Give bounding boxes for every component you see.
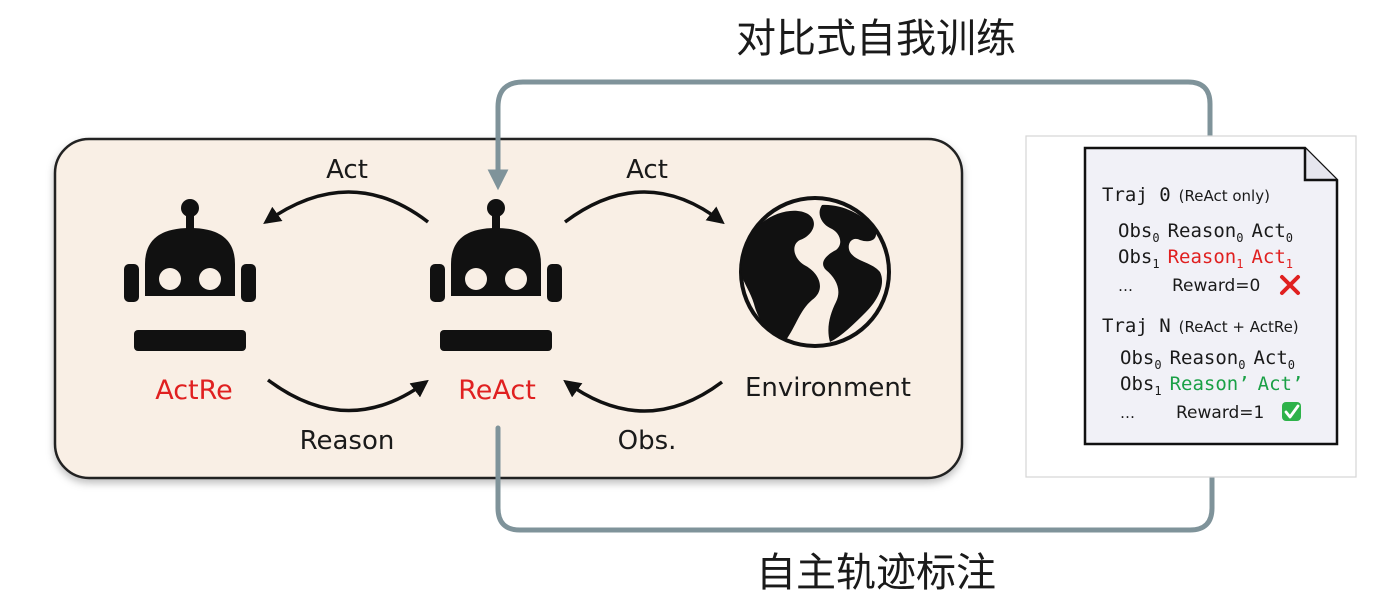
trajN-title: Traj N — [1102, 315, 1171, 337]
check-icon — [1282, 402, 1301, 421]
traj0-reward: Reward=0 — [1172, 276, 1260, 296]
trajectory-annotation-arrow — [495, 425, 1223, 533]
react-label: ReAct — [458, 375, 536, 406]
actre-to-react-label: Reason — [300, 426, 395, 456]
traj0-note: (ReAct only) — [1179, 187, 1270, 205]
actre-to-react-arrow — [266, 378, 429, 413]
trajN-ellipsis: … — [1120, 404, 1135, 422]
contrastive-self-training-arrow — [487, 79, 1213, 191]
environment-label: Environment — [745, 373, 911, 403]
env-to-react-label: Obs. — [618, 426, 677, 456]
react-robot-icon — [430, 199, 562, 351]
bottom-label: 自主轨迹标注 — [756, 550, 996, 596]
react-to-actre-arrow — [263, 190, 430, 225]
document-fold — [1303, 148, 1337, 182]
react-to-actre-label: Act — [326, 155, 368, 185]
top-label: 对比式自我训练 — [736, 16, 1016, 62]
react-to-env-arrow — [563, 190, 725, 225]
trajN-note: (ReAct + ActRe) — [1179, 318, 1299, 336]
actre-robot-icon — [124, 199, 256, 351]
env-to-react-arrow — [563, 379, 724, 413]
cross-icon — [1280, 275, 1300, 295]
globe-icon — [739, 196, 891, 348]
traj0-ellipsis: … — [1118, 277, 1133, 295]
trajN-reward: Reward=1 — [1176, 403, 1264, 423]
traj0-header: Traj 0 (ReAct only) — [1102, 184, 1270, 206]
react-to-env-label: Act — [626, 155, 668, 185]
trajectory-document — [1083, 146, 1339, 446]
traj0-title: Traj 0 — [1102, 184, 1171, 206]
actre-label: ActRe — [155, 375, 233, 406]
trajN-header: Traj N (ReAct + ActRe) — [1102, 315, 1299, 337]
